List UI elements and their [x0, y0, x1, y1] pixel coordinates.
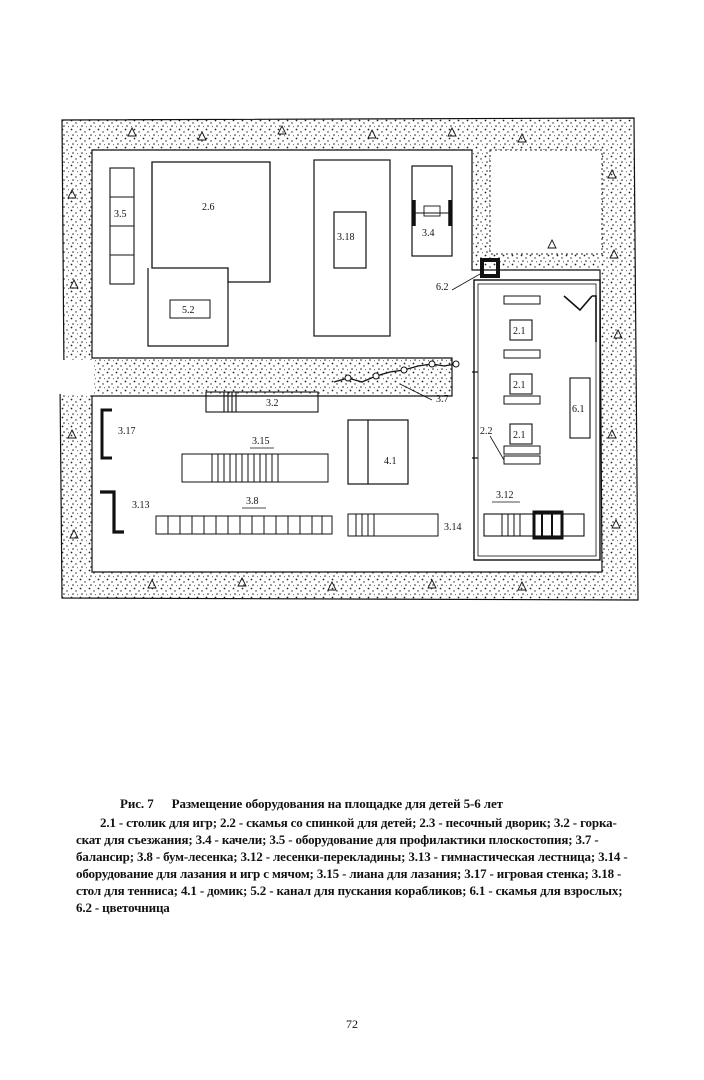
vegetation-marks — [67, 124, 623, 591]
flatfoot-prevention-equipment — [109, 167, 135, 285]
boat-canal — [147, 268, 229, 347]
figure-title: Размещение оборудования на площадке для … — [171, 796, 503, 811]
leader-3-7 — [399, 383, 433, 401]
adult-bench — [569, 377, 591, 439]
sand-yard — [489, 149, 603, 255]
label-3-15: 3.15 — [252, 436, 270, 447]
game-tables — [509, 319, 533, 445]
climbing-ball-equipment — [347, 513, 439, 537]
page-number: 72 — [346, 1017, 358, 1031]
balance-beam-nodes — [344, 360, 460, 382]
fence-posts — [472, 371, 478, 459]
label-3-8: 3.8 — [246, 496, 259, 507]
label-3-5: 3.5 — [114, 209, 127, 220]
label-6-2: 6.2 — [436, 282, 449, 293]
gymnastic-ladder — [100, 490, 124, 534]
swings — [411, 165, 453, 257]
figure-legend: 2.1 - столик для игр; 2.2 - скамья со сп… — [76, 815, 628, 915]
label-2-1-a: 2.1 — [513, 326, 526, 337]
caption-title: Рис. 7 Размещение оборудования на площадк… — [120, 796, 636, 812]
slide — [205, 391, 319, 413]
beam-ladder — [155, 515, 333, 535]
figure-caption: Рис. 7 Размещение оборудования на площадк… — [76, 796, 636, 916]
label-3-17: 3.17 — [118, 426, 136, 437]
play-house — [347, 419, 409, 485]
leader-6-2 — [451, 273, 481, 291]
label-3-7: 3.7 — [436, 394, 449, 405]
balance-beam — [333, 363, 457, 383]
label-6-1: 6.1 — [572, 404, 585, 415]
label-3-2: 3.2 — [266, 398, 279, 409]
label-2-6: 2.6 — [202, 202, 215, 213]
site-plan-drawing: 3.5 2.6 5.2 3.18 3.4 6.2 — [58, 117, 639, 601]
flower-bed — [480, 258, 500, 278]
site-plan-figure: 3.5 2.6 5.2 3.18 3.4 6.2 — [52, 110, 642, 610]
label-3-14: 3.14 — [444, 522, 462, 533]
figure-number: Рис. 7 — [120, 796, 154, 811]
label-2-2: 2.2 — [480, 426, 493, 437]
label-2-1-c: 2.1 — [513, 430, 526, 441]
children-benches — [503, 295, 541, 465]
tennis-table — [313, 159, 391, 337]
crossbar-ladders — [483, 510, 585, 540]
leader-2-2 — [489, 435, 505, 461]
climbing-liana — [181, 453, 329, 483]
canal-label-box — [169, 299, 211, 319]
label-4-1: 4.1 — [384, 456, 397, 467]
label-3-12: 3.12 — [496, 490, 514, 501]
area-2-6 — [151, 161, 271, 283]
entrance-gap — [58, 360, 94, 394]
quiet-zone-fence — [473, 279, 601, 561]
label-3-4: 3.4 — [422, 228, 435, 239]
label-5-2: 5.2 — [182, 305, 195, 316]
label-2-1-b: 2.1 — [513, 380, 526, 391]
label-3-18: 3.18 — [337, 232, 355, 243]
corner-shelter — [563, 295, 597, 342]
play-wall — [100, 408, 112, 460]
label-3-13: 3.13 — [132, 500, 150, 511]
